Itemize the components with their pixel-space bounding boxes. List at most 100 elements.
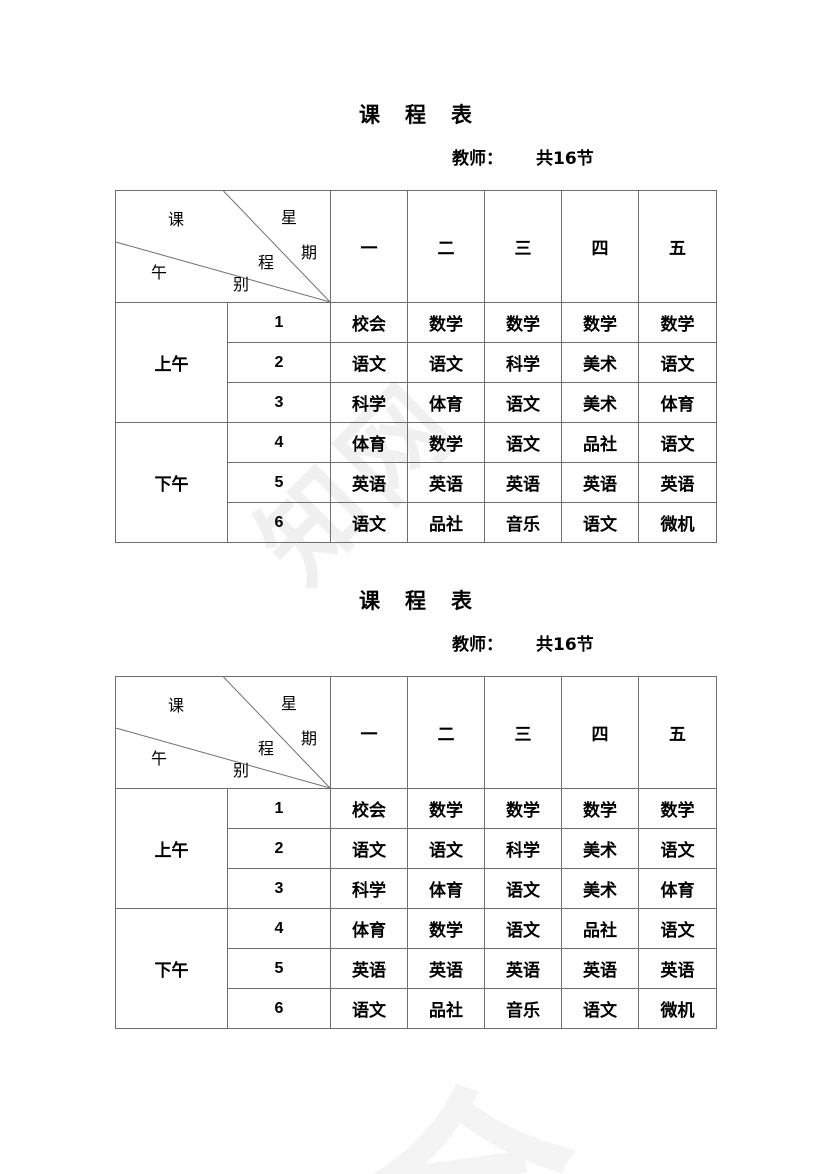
subject-cell: 品社 [561,422,639,463]
subject-cell: 音乐 [484,502,562,543]
subject-cell: 体育 [638,382,717,423]
subject-cell: 音乐 [484,988,562,1029]
corner-label-course-1: 课 [167,696,185,715]
teacher-line: 教师： 共16节 [452,148,594,170]
subject-cell: 语文 [638,908,717,949]
subject-cell: 语文 [330,502,408,543]
total-periods-label: 共16节 [536,635,594,655]
subject-cell: 数学 [561,302,639,343]
period-number: 4 [227,422,331,463]
period-number: 3 [227,382,331,423]
subject-cell: 语文 [638,828,717,869]
subject-cell: 语文 [638,422,717,463]
total-periods-label: 共16节 [536,149,594,169]
subject-cell: 数学 [638,302,717,343]
corner-label-course-2: 程 [257,739,275,758]
subject-cell: 数学 [407,908,485,949]
period-number: 4 [227,908,331,949]
subject-cell: 英语 [484,948,562,989]
day-header-mon: 一 [330,190,408,303]
corner-label-week-2: 期 [300,729,318,748]
subject-cell: 英语 [561,948,639,989]
subject-cell: 语文 [561,502,639,543]
day-header-fri: 五 [638,676,717,789]
diagonal-divider-lines [116,191,330,302]
subject-cell: 语文 [484,868,562,909]
subject-cell: 体育 [330,422,408,463]
subject-cell: 校会 [330,788,408,829]
subject-cell: 科学 [484,828,562,869]
subject-cell: 语文 [484,422,562,463]
day-header-tue: 二 [407,676,485,789]
period-number: 5 [227,948,331,989]
subject-cell: 语文 [407,342,485,383]
subject-cell: 科学 [484,342,562,383]
corner-label-ampm: 午 [150,263,168,282]
corner-label-week-1: 星 [280,694,298,713]
subject-cell: 数学 [407,302,485,343]
subject-cell: 语文 [330,342,408,383]
subject-cell: 数学 [407,788,485,829]
subject-cell: 体育 [407,382,485,423]
day-header-fri: 五 [638,190,717,303]
corner-label-week-2: 期 [300,243,318,262]
subject-cell: 体育 [407,868,485,909]
subject-cell: 英语 [638,462,717,503]
section-label: 下午 [115,908,228,1029]
subject-cell: 英语 [330,948,408,989]
subject-cell: 体育 [638,868,717,909]
subject-cell: 数学 [407,422,485,463]
period-number: 3 [227,868,331,909]
diagonal-corner-cell: 课 星 期 程 别 午 [115,676,331,789]
section-label: 上午 [115,788,228,909]
period-number: 1 [227,788,331,829]
period-number: 2 [227,342,331,383]
subject-cell: 微机 [638,502,717,543]
header-row: 课 星 期 程 别 午 一 二 三 四 五 [115,676,717,789]
section-label: 上午 [115,302,228,423]
subject-cell: 科学 [330,868,408,909]
diagonal-corner-cell: 课 星 期 程 别 午 [115,190,331,303]
subject-cell: 语文 [330,828,408,869]
day-header-thu: 四 [561,190,639,303]
period-number: 6 [227,502,331,543]
schedule-block: 课程表 教师： 共16节 课 星 期 [0,0,830,543]
corner-label-course-1: 课 [167,210,185,229]
subject-cell: 语文 [638,342,717,383]
teacher-label: 教师： [452,635,503,655]
subject-cell: 语文 [484,908,562,949]
schedule-block: 课程表 教师： 共16节 课 星 期 [0,486,830,1029]
subject-cell: 英语 [407,948,485,989]
subject-cell: 美术 [561,828,639,869]
subject-cell: 数学 [561,788,639,829]
subject-cell: 美术 [561,382,639,423]
subject-cell: 品社 [561,908,639,949]
corner-label-ampm: 午 [150,749,168,768]
day-header-tue: 二 [407,190,485,303]
subject-cell: 品社 [407,502,485,543]
diagonal-divider-lines [116,677,330,788]
subject-cell: 美术 [561,868,639,909]
subject-cell: 数学 [638,788,717,829]
subject-cell: 语文 [561,988,639,1029]
header-row: 课 星 期 程 别 午 一 二 三 四 五 [115,190,717,303]
subject-cell: 微机 [638,988,717,1029]
period-number: 1 [227,302,331,343]
subject-cell: 校会 [330,302,408,343]
period-number: 2 [227,828,331,869]
subject-cell: 数学 [484,788,562,829]
teacher-label: 教师： [452,149,503,169]
section-label: 下午 [115,422,228,543]
day-header-wed: 三 [484,190,562,303]
